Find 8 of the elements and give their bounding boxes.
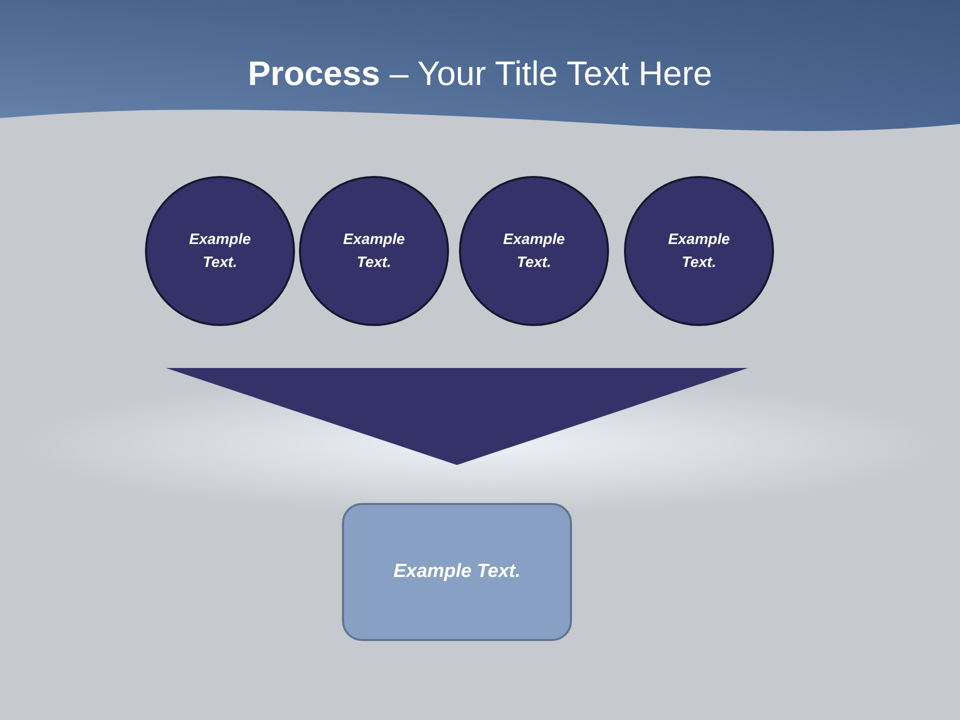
node-text: Example Text.: [502, 230, 566, 273]
funnel-triangle: [166, 368, 748, 465]
node-text: Example Text.: [342, 230, 406, 273]
result-box: [342, 503, 572, 641]
node-text: Example Text.: [393, 560, 521, 584]
node-text: Example Text.: [667, 230, 731, 273]
node-text: Example Text.: [188, 230, 252, 273]
slide-title: Process – Your Title Text Here: [248, 54, 712, 95]
